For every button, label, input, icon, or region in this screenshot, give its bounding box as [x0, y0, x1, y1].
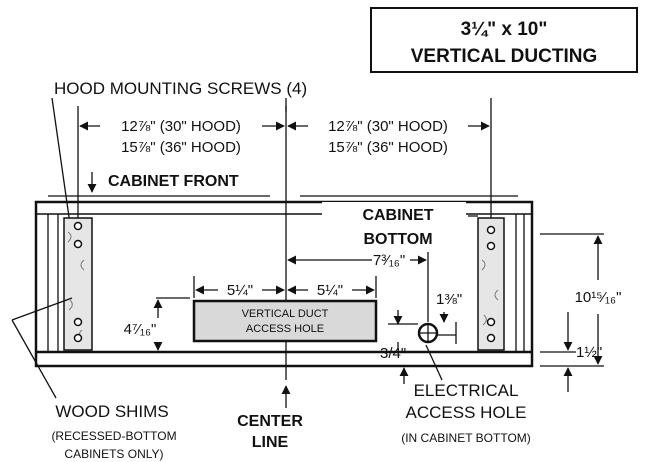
cabinet-bottom-label-1: CABINET	[362, 207, 433, 224]
screw-icon	[73, 317, 83, 327]
dim-left-36: 15⅞" (36" HOOD)	[121, 139, 241, 156]
duct-hole-label-1: VERTICAL DUCT	[242, 308, 329, 320]
screw-icon	[486, 333, 496, 343]
dim-half-left: 5¼"	[227, 282, 253, 299]
elec-label-3: (IN CABINET BOTTOM)	[401, 431, 531, 445]
right-wood-shim	[477, 217, 505, 351]
cabinet-outline	[34, 195, 534, 368]
electrical-hole	[417, 322, 439, 344]
screw-icon	[486, 225, 496, 235]
elec-label-1: ELECTRICAL	[414, 381, 519, 400]
dim-center-to-elec: 7³⁄₁₆"	[373, 252, 405, 269]
cabinet-bottom-label-2: BOTTOM	[363, 231, 432, 248]
center-line-label-2: LINE	[252, 434, 289, 451]
dim-left-30: 12⅞" (30" HOOD)	[121, 118, 241, 135]
dim-right-small: 1½"	[576, 344, 602, 361]
cabinet-front-label: CABINET FRONT	[108, 173, 239, 190]
dim-elec-dia: 1⅜"	[436, 291, 462, 308]
dim-right-height: 10¹⁵⁄₁₆"	[575, 289, 622, 306]
elec-label-2: ACCESS HOLE	[406, 403, 527, 422]
dim-right-36: 15⅞" (36" HOOD)	[328, 139, 448, 156]
dim-duct-depth: 4⁷⁄₁₆"	[124, 321, 157, 338]
left-wood-shim	[63, 217, 93, 351]
screws-leader-1	[51, 97, 71, 225]
wood-shims-label: WOOD SHIMS	[55, 402, 168, 421]
screw-icon	[73, 221, 83, 231]
screw-icon	[73, 333, 83, 343]
dim-elec-offset: 3/4"	[380, 345, 406, 362]
title-line-2: VERTICAL DUCTING	[411, 46, 597, 67]
screw-icon	[73, 239, 83, 249]
screw-icon	[486, 317, 496, 327]
dim-half-right: 5¼"	[317, 282, 343, 299]
title-line-1: 3¼" x 10"	[461, 19, 548, 40]
shims-note-2: CABINETS ONLY)	[64, 447, 163, 461]
screw-icon	[486, 241, 496, 251]
dim-right-30: 12⅞" (30" HOOD)	[328, 118, 448, 135]
shims-note-1: (RECESSED-BOTTOM	[51, 429, 176, 443]
center-line-label-1: CENTER	[237, 413, 303, 430]
title-box: 3¼" x 10" VERTICAL DUCTING	[370, 7, 638, 73]
duct-hole-label-2: ACCESS HOLE	[246, 323, 324, 335]
duct-access-hole: VERTICAL DUCT ACCESS HOLE	[192, 299, 378, 343]
hood-screws-label: HOOD MOUNTING SCREWS (4)	[54, 79, 307, 98]
